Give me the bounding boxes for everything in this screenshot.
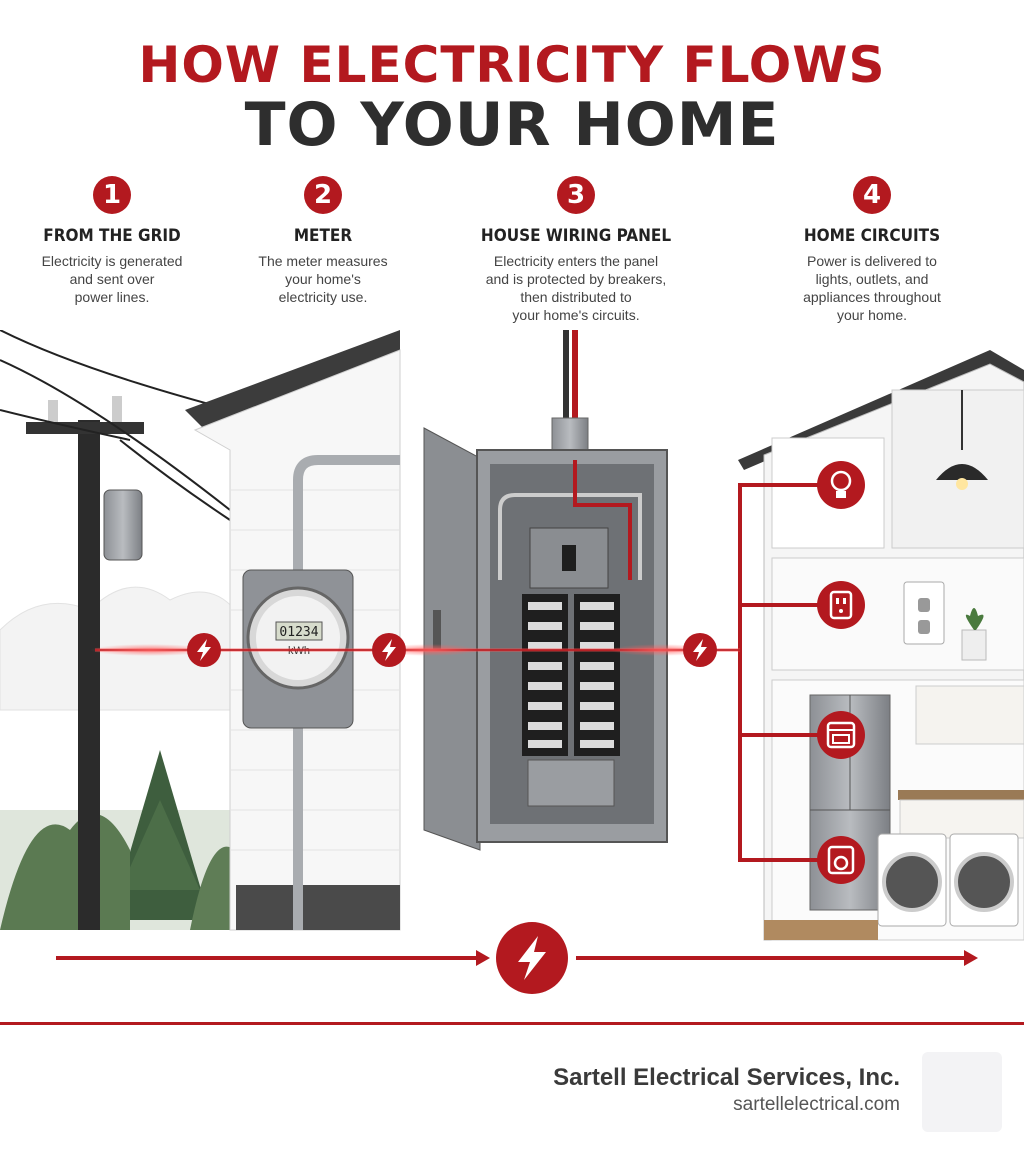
step-2-desc-line: electricity use. [278, 289, 368, 305]
step-1-desc: Electricity is generated and sent over p… [22, 252, 202, 306]
step-1-title: FROM THE GRID [43, 226, 181, 246]
step-4-title: HOME CIRCUITS [803, 226, 941, 246]
meter-reading: 01234 [279, 625, 318, 640]
outlet-icon [817, 581, 865, 629]
step-1-desc-line: Electricity is generated [41, 253, 183, 269]
step-1-desc-line: and sent over [69, 271, 155, 287]
service-entrance-cable [551, 330, 589, 455]
lightning-bolt-icon [187, 633, 221, 667]
electricity-flow-illustration: 01234 kWh [0, 330, 1024, 941]
step-2-desc-line: The meter measures [258, 253, 388, 269]
step-2-desc-line: your home's [285, 271, 361, 287]
circuit-wiring [738, 483, 820, 862]
step-3: 3 HOUSE WIRING PANEL Electricity enters … [466, 176, 686, 324]
step-4-desc-line: appliances throughout [803, 289, 941, 305]
light-bulb-icon [817, 461, 865, 509]
washer-icon [817, 836, 865, 884]
footer-divider [0, 1022, 1024, 1025]
step-4-badge: 4 [853, 176, 891, 214]
step-4-desc-line: lights, outlets, and [815, 271, 929, 287]
company-logo-placeholder [922, 1052, 1002, 1132]
title-line-1: HOW ELECTRICITY FLOWS [138, 36, 886, 94]
step-3-desc-line: and is protected by breakers, [485, 271, 667, 287]
step-4-desc-line: Power is delivered to [807, 253, 937, 269]
step-2-title: METER [293, 226, 353, 246]
breaker-panel [423, 427, 668, 851]
bottom-flow-arrow [56, 922, 978, 994]
step-3-desc-line: then distributed to [520, 289, 632, 305]
step-1-badge: 1 [93, 176, 131, 214]
company-url: sartellelectrical.com [733, 1094, 900, 1115]
step-4-desc: Power is delivered to lights, outlets, a… [772, 252, 972, 324]
step-3-desc-line: your home's circuits. [512, 307, 640, 323]
step-2: 2 METER The meter measures your home's e… [233, 176, 413, 306]
company-info: Sartell Electrical Services, Inc. sartel… [553, 1064, 900, 1116]
lightning-bolt-icon [372, 633, 406, 667]
house-interior [738, 350, 1024, 941]
step-3-title: HOUSE WIRING PANEL [480, 226, 672, 246]
step-1: 1 FROM THE GRID Electricity is generated… [22, 176, 202, 306]
lightning-bolt-icon [683, 633, 717, 667]
step-4: 4 HOME CIRCUITS Power is delivered to li… [772, 176, 972, 324]
title-line-2: TO YOUR HOME [244, 90, 780, 160]
step-3-desc: Electricity enters the panel and is prot… [466, 252, 686, 324]
step-2-desc: The meter measures your home's electrici… [233, 252, 413, 306]
oven-icon [817, 711, 865, 759]
step-2-badge: 2 [304, 176, 342, 214]
step-4-desc-line: your home. [836, 307, 908, 323]
utility-pole [0, 330, 401, 930]
company-name: Sartell Electrical Services, Inc. [553, 1064, 900, 1091]
step-3-badge: 3 [557, 176, 595, 214]
lightning-bolt-icon [496, 922, 568, 994]
step-1-desc-line: power lines. [74, 289, 150, 305]
step-3-desc-line: Electricity enters the panel [493, 253, 659, 269]
